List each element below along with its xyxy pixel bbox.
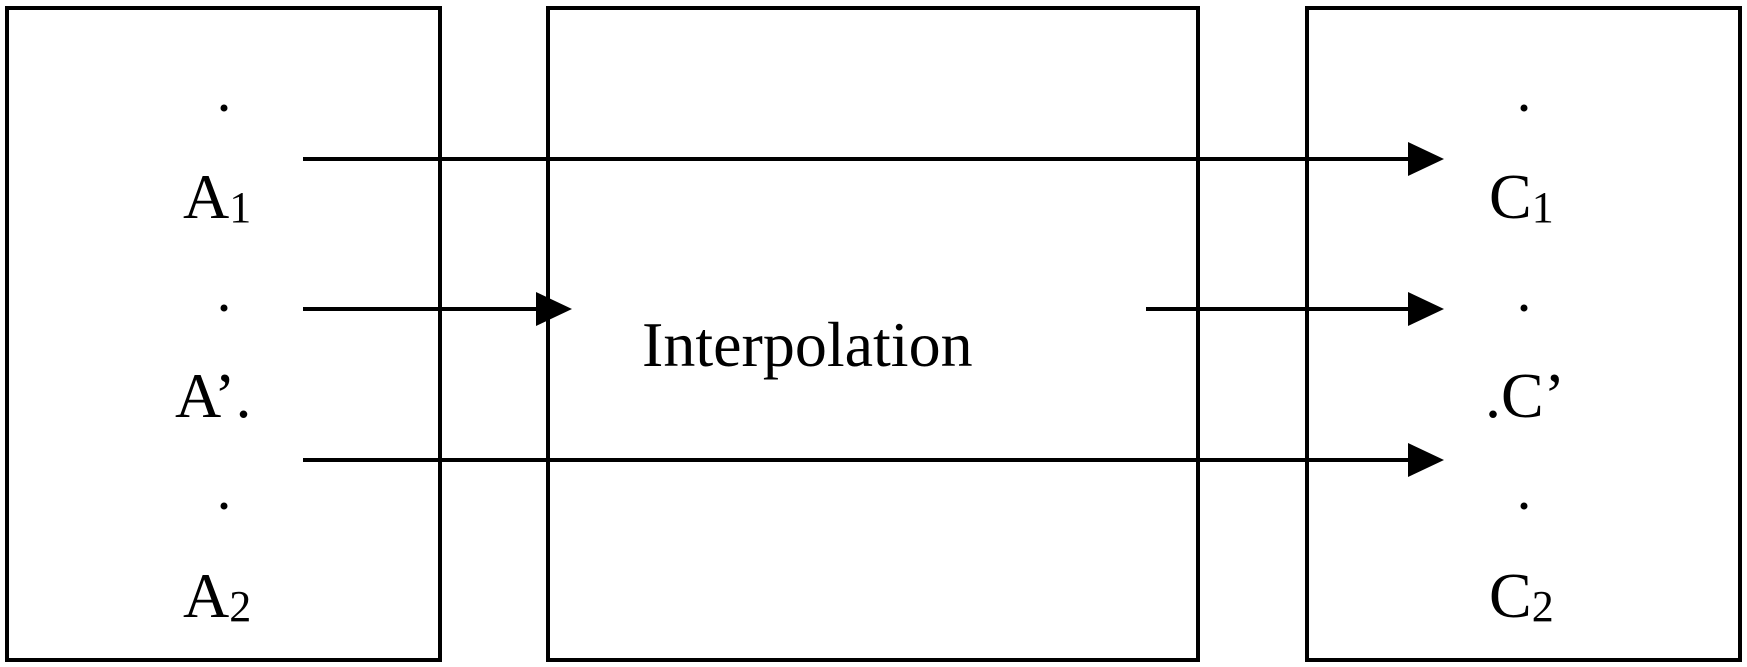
dot-left-top bbox=[220, 104, 228, 112]
dot-right-top bbox=[1520, 104, 1528, 112]
label-a2: A2 bbox=[183, 560, 251, 631]
dot-left-bottom bbox=[220, 502, 228, 510]
label-c-prime: .C’ bbox=[1485, 360, 1565, 431]
arrow-a-prime-to-interpolation bbox=[303, 292, 572, 326]
label-c2: C2 bbox=[1489, 560, 1554, 631]
label-c1: C1 bbox=[1489, 161, 1554, 232]
interpolation-label: Interpolation bbox=[642, 309, 973, 380]
arrow-a1-to-c1 bbox=[303, 142, 1444, 176]
dot-right-middle bbox=[1520, 304, 1528, 312]
label-a-prime: A’. bbox=[175, 360, 251, 431]
dot-right-bottom bbox=[1520, 502, 1528, 510]
right-box bbox=[1305, 6, 1742, 662]
interpolation-box bbox=[546, 6, 1200, 662]
arrow-a2-to-c2 bbox=[303, 443, 1444, 477]
label-a1: A1 bbox=[183, 161, 251, 232]
arrow-interpolation-to-c-prime bbox=[1146, 292, 1444, 326]
left-box bbox=[5, 6, 442, 662]
dot-left-middle bbox=[220, 304, 228, 312]
